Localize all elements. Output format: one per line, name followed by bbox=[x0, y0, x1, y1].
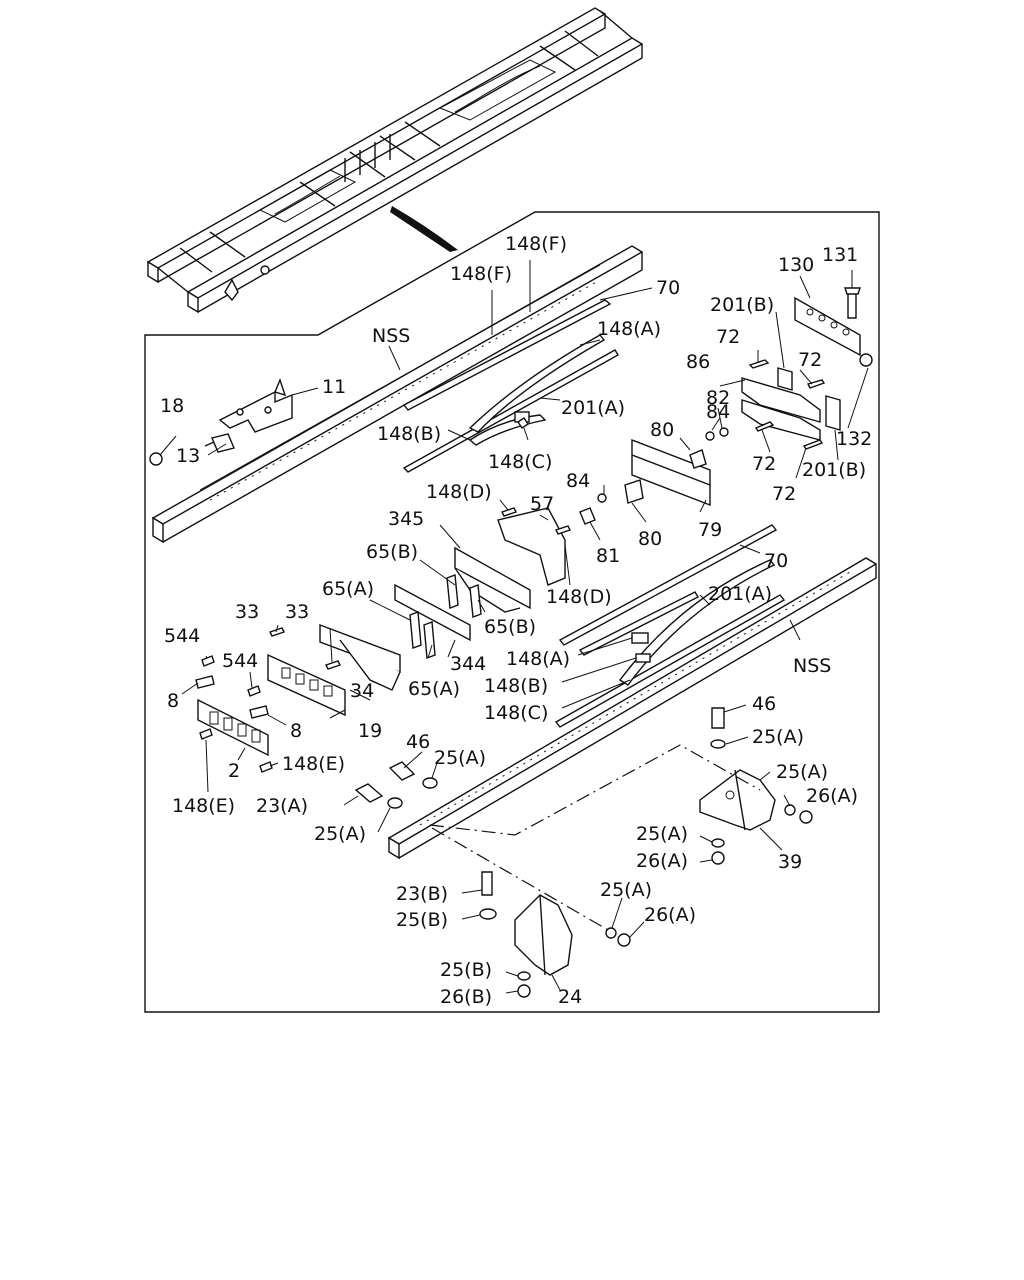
label-26a-2: 26(A) bbox=[636, 850, 688, 872]
label-148c-bot: 148(C) bbox=[484, 702, 548, 724]
label-130: 130 bbox=[778, 254, 814, 276]
label-148e-1: 148(E) bbox=[282, 753, 345, 775]
label-131: 131 bbox=[822, 244, 858, 266]
label-84-2: 84 bbox=[566, 470, 590, 492]
label-148f-2: 148(F) bbox=[505, 233, 567, 255]
label-148d-2: 148(D) bbox=[546, 586, 612, 608]
label-nss-top: NSS bbox=[372, 325, 410, 347]
label-80-2: 80 bbox=[638, 528, 662, 550]
label-2: 2 bbox=[228, 760, 240, 782]
crossmember-2 bbox=[195, 655, 273, 773]
assembly-line-1 bbox=[429, 744, 761, 836]
label-148d-1: 148(D) bbox=[426, 481, 492, 503]
label-72-4: 72 bbox=[772, 483, 796, 505]
label-65b-2: 65(B) bbox=[484, 616, 536, 638]
left-side-rail bbox=[151, 245, 644, 544]
upper-reinforcement-plates bbox=[402, 299, 619, 473]
label-8-2: 8 bbox=[290, 720, 302, 742]
label-23b: 23(B) bbox=[396, 883, 448, 905]
label-148e-2: 148(E) bbox=[172, 795, 235, 817]
label-65a-1: 65(A) bbox=[322, 578, 374, 600]
label-57: 57 bbox=[530, 493, 554, 515]
label-148a-bot: 148(A) bbox=[506, 648, 570, 670]
label-81: 81 bbox=[596, 545, 620, 567]
label-25a-5: 25(A) bbox=[314, 823, 366, 845]
label-80-1: 80 bbox=[650, 419, 674, 441]
label-8-1: 8 bbox=[167, 690, 179, 712]
label-18: 18 bbox=[160, 395, 184, 417]
zoom-arrow bbox=[390, 206, 458, 252]
label-201b-top: 201(B) bbox=[710, 294, 774, 316]
label-148f-1: 148(F) bbox=[450, 263, 512, 285]
label-84-1: 84 bbox=[706, 401, 730, 423]
assembly-line-2 bbox=[431, 827, 609, 931]
label-13: 13 bbox=[176, 445, 200, 467]
label-72-1: 72 bbox=[716, 326, 740, 348]
label-33-1: 33 bbox=[235, 601, 259, 623]
label-79: 79 bbox=[698, 519, 722, 541]
crossmember-34 bbox=[269, 623, 401, 691]
label-39: 39 bbox=[778, 851, 802, 873]
label-65a-2: 65(A) bbox=[408, 678, 460, 700]
label-33-2: 33 bbox=[285, 601, 309, 623]
label-148a-top: 148(A) bbox=[597, 318, 661, 340]
label-148b-top: 148(B) bbox=[377, 423, 441, 445]
label-148b-bot: 148(B) bbox=[484, 675, 548, 697]
label-82: 82 bbox=[706, 387, 730, 409]
label-201a-bot: 201(A) bbox=[708, 583, 772, 605]
label-nss-bot: NSS bbox=[793, 655, 831, 677]
label-201a-top: 201(A) bbox=[561, 397, 625, 419]
part-labels: NSS 11 18 13 148(F) 148(F) 70 148(A) 148… bbox=[160, 233, 872, 1008]
label-25b-1: 25(B) bbox=[396, 909, 448, 931]
label-25a-1: 25(A) bbox=[752, 726, 804, 748]
label-70-top: 70 bbox=[656, 277, 680, 299]
crossmember-19 bbox=[267, 653, 346, 717]
label-23a: 23(A) bbox=[256, 795, 308, 817]
rear-crossmember-parts bbox=[741, 287, 873, 450]
label-46-1: 46 bbox=[752, 693, 776, 715]
label-72-2: 72 bbox=[798, 349, 822, 371]
label-65b-1: 65(B) bbox=[366, 541, 418, 563]
label-70-bot: 70 bbox=[764, 550, 788, 572]
label-46-2: 46 bbox=[406, 731, 430, 753]
label-344: 344 bbox=[450, 653, 486, 675]
detail-frame-border bbox=[144, 211, 880, 1013]
label-132: 132 bbox=[836, 428, 872, 450]
label-345: 345 bbox=[388, 508, 424, 530]
label-24: 24 bbox=[558, 986, 582, 1008]
label-26b: 26(B) bbox=[440, 986, 492, 1008]
center-crossmember-79 bbox=[579, 427, 729, 525]
label-86: 86 bbox=[686, 351, 710, 373]
spring-bracket-39 bbox=[699, 707, 813, 865]
label-25a-6: 25(A) bbox=[600, 879, 652, 901]
label-25b-2: 25(B) bbox=[440, 959, 492, 981]
label-26a-3: 26(A) bbox=[644, 904, 696, 926]
right-side-rail bbox=[387, 557, 878, 860]
label-25a-3: 25(A) bbox=[636, 823, 688, 845]
chassis-overview bbox=[146, 7, 644, 314]
front-bolts bbox=[354, 761, 438, 809]
label-148c-top: 148(C) bbox=[488, 451, 552, 473]
crossmember-57-345 bbox=[394, 507, 571, 659]
bracket-11 bbox=[149, 378, 293, 466]
lower-reinforcement-plates bbox=[554, 524, 786, 728]
label-11: 11 bbox=[322, 376, 346, 398]
label-201b-bot: 201(B) bbox=[802, 459, 866, 481]
label-544-1: 544 bbox=[164, 625, 200, 647]
label-26a-1: 26(A) bbox=[806, 785, 858, 807]
label-19: 19 bbox=[358, 720, 382, 742]
leader-lines bbox=[159, 260, 869, 994]
label-25a-2: 25(A) bbox=[776, 761, 828, 783]
label-25a-4: 25(A) bbox=[434, 747, 486, 769]
label-72-3: 72 bbox=[752, 453, 776, 475]
label-34: 34 bbox=[350, 680, 374, 702]
label-544-2: 544 bbox=[222, 650, 258, 672]
